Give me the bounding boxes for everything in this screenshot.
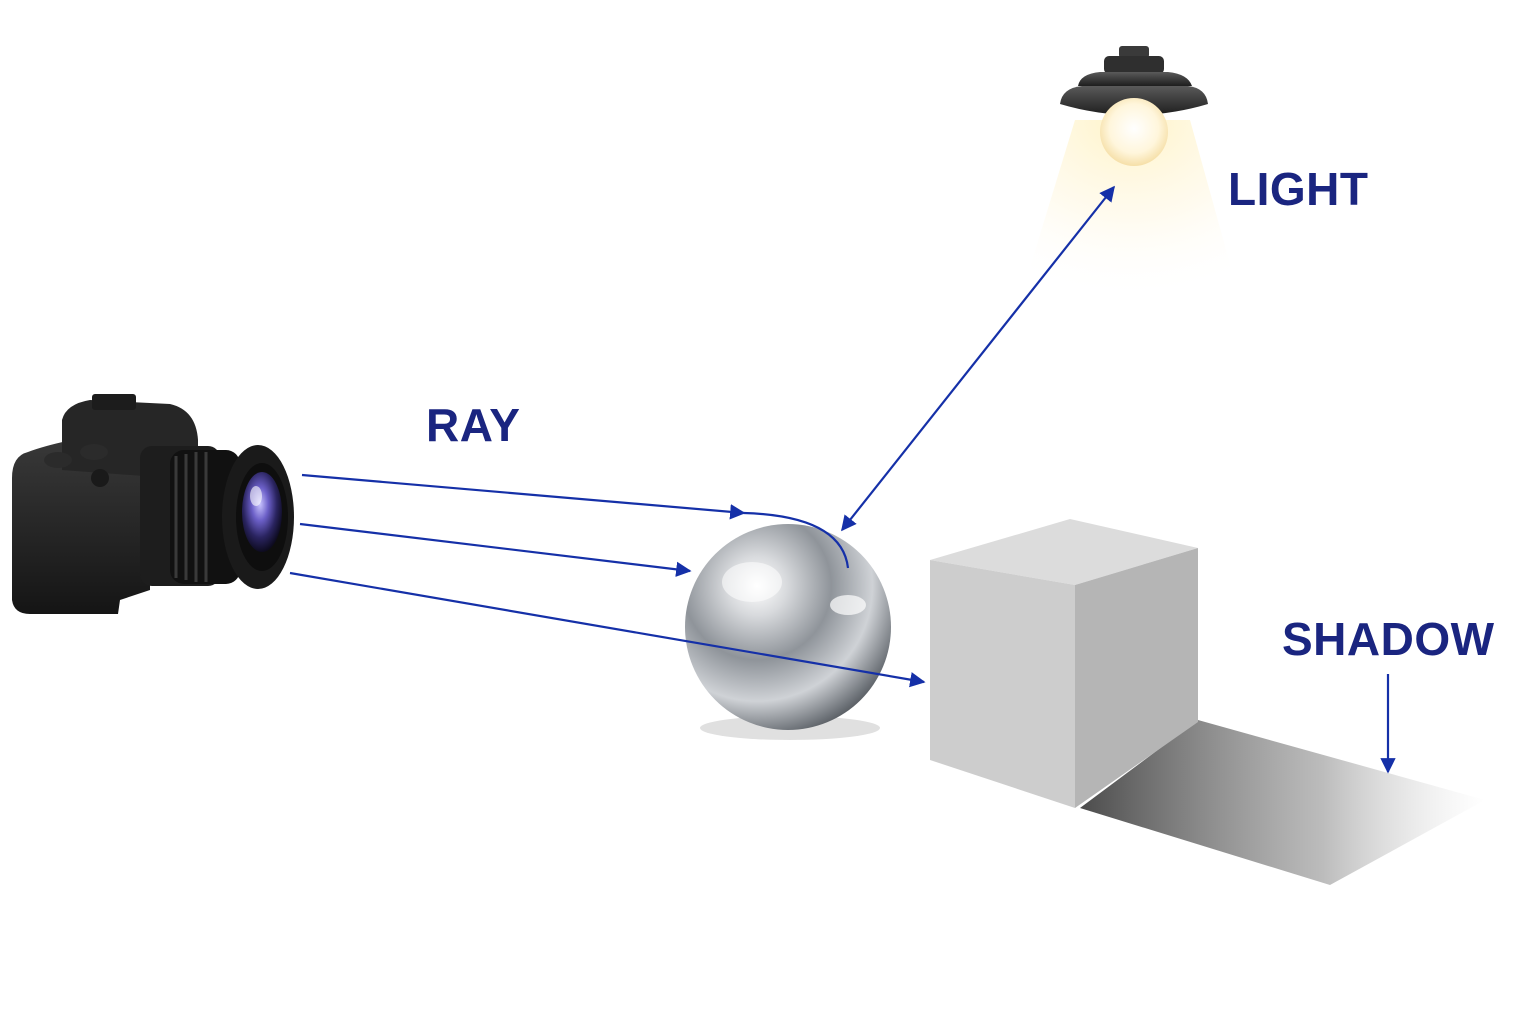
- ray-label: RAY: [426, 399, 521, 451]
- light-label: LIGHT: [1228, 163, 1369, 215]
- reflection-curve: [743, 511, 850, 569]
- ceiling-lamp-icon: [1060, 46, 1208, 166]
- camera-icon: [12, 394, 294, 614]
- light-ray-arrow: [841, 185, 1115, 532]
- ray-arrow-middle: [299, 522, 692, 577]
- ray-arrows: [289, 185, 1396, 774]
- shadow-label: SHADOW: [1282, 613, 1495, 665]
- gray-cube: [930, 519, 1198, 808]
- ray-arrow-top: [301, 473, 746, 520]
- metal-sphere: [685, 524, 891, 740]
- ray-arrow-bottom: [289, 571, 926, 688]
- cube-shadow: [1080, 720, 1485, 885]
